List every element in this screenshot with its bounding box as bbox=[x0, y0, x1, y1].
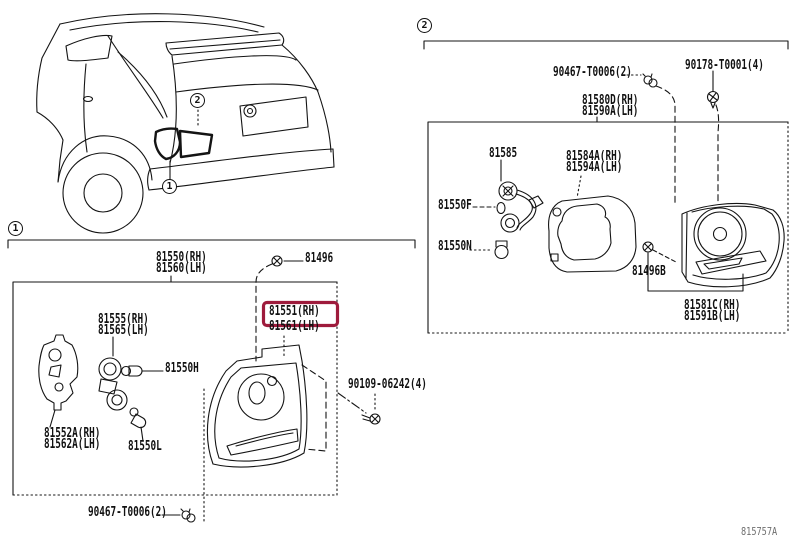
callout-number: 2 bbox=[421, 20, 428, 31]
part-label-90467-top[interactable]: 90467-T0006(2) bbox=[553, 65, 632, 80]
part-label-81496b[interactable]: 81496B bbox=[632, 264, 666, 279]
part-label-81591b-lh[interactable]: 81591B(LH) bbox=[684, 309, 741, 324]
part-label-81550f[interactable]: 81550F bbox=[438, 198, 472, 213]
car-illustration bbox=[36, 13, 335, 234]
callout-number: 1 bbox=[166, 181, 173, 192]
section2-bracket bbox=[423, 40, 789, 50]
bracket-plate-drawing bbox=[38, 334, 79, 411]
gasket-drawing bbox=[548, 195, 637, 273]
socket-wire-drawing bbox=[498, 159, 544, 233]
section1-marker: 1 bbox=[8, 221, 23, 236]
socket-assembly-drawing bbox=[98, 336, 128, 411]
lens-inner-drawing bbox=[681, 202, 785, 288]
part-label-81561-lh[interactable]: 81561(LH) bbox=[269, 319, 320, 334]
part-label-81550n[interactable]: 81550N bbox=[438, 239, 472, 254]
screw-icon bbox=[361, 413, 381, 425]
section1-box-solid bbox=[12, 281, 338, 496]
clip-icon bbox=[180, 508, 196, 523]
section2-marker: 2 bbox=[417, 18, 432, 33]
screw-icon bbox=[706, 90, 720, 109]
screw-icon bbox=[271, 255, 283, 267]
part-label-81550-rh[interactable]: 81550(RH) bbox=[156, 250, 207, 265]
part-label-81550l[interactable]: 81550L bbox=[128, 439, 162, 454]
callout-number: 1 bbox=[12, 223, 19, 234]
bulb-icon bbox=[494, 240, 509, 260]
part-label-81551-rh-selected[interactable]: 81551(RH) bbox=[269, 304, 320, 319]
bulb-icon bbox=[129, 407, 147, 429]
part-label-90109[interactable]: 90109-06242(4) bbox=[348, 377, 427, 392]
section1-bracket bbox=[7, 239, 416, 249]
part-label-81590a-lh[interactable]: 81590A(LH) bbox=[582, 104, 639, 119]
part-label-81552a-rh[interactable]: 81552A(RH) bbox=[44, 426, 101, 441]
highlight-box bbox=[261, 300, 340, 328]
section2-box-solid bbox=[427, 121, 789, 334]
part-label-81496[interactable]: 81496 bbox=[305, 251, 334, 266]
part-label-81560-lh[interactable]: 81560(LH) bbox=[156, 261, 207, 276]
part-label-81584a-rh[interactable]: 81584A(RH) bbox=[566, 149, 623, 164]
lens-assembly-drawing bbox=[206, 344, 327, 468]
part-label-81555-rh[interactable]: 81555(RH) bbox=[98, 312, 149, 327]
part-label-81562a-lh[interactable]: 81562A(LH) bbox=[44, 437, 101, 452]
part-label-81565-lh[interactable]: 81565(LH) bbox=[98, 323, 149, 338]
part-label-81581c-rh[interactable]: 81581C(RH) bbox=[684, 298, 741, 313]
bulb-icon bbox=[120, 365, 143, 377]
callout-number: 2 bbox=[194, 95, 201, 106]
part-label-81585[interactable]: 81585 bbox=[489, 146, 518, 161]
figure-code: 815757A bbox=[741, 525, 778, 538]
car-callout-1: 1 bbox=[162, 179, 177, 194]
clip-icon bbox=[642, 73, 658, 88]
part-label-81594a-lh[interactable]: 81594A(LH) bbox=[566, 160, 623, 175]
tail-lamp-highlight-shape bbox=[153, 127, 214, 161]
section1-diagram bbox=[7, 239, 416, 523]
part-label-90467-bottom[interactable]: 90467-T0006(2) bbox=[88, 505, 167, 520]
section2-diagram bbox=[423, 40, 789, 334]
car-callout-2: 2 bbox=[190, 93, 205, 108]
bulb-icon bbox=[496, 201, 506, 215]
part-label-81550h[interactable]: 81550H bbox=[165, 361, 199, 376]
part-label-81580d-rh[interactable]: 81580D(RH) bbox=[582, 93, 639, 108]
screw-icon bbox=[642, 241, 654, 253]
part-label-90178[interactable]: 90178-T0001(4) bbox=[685, 58, 764, 73]
